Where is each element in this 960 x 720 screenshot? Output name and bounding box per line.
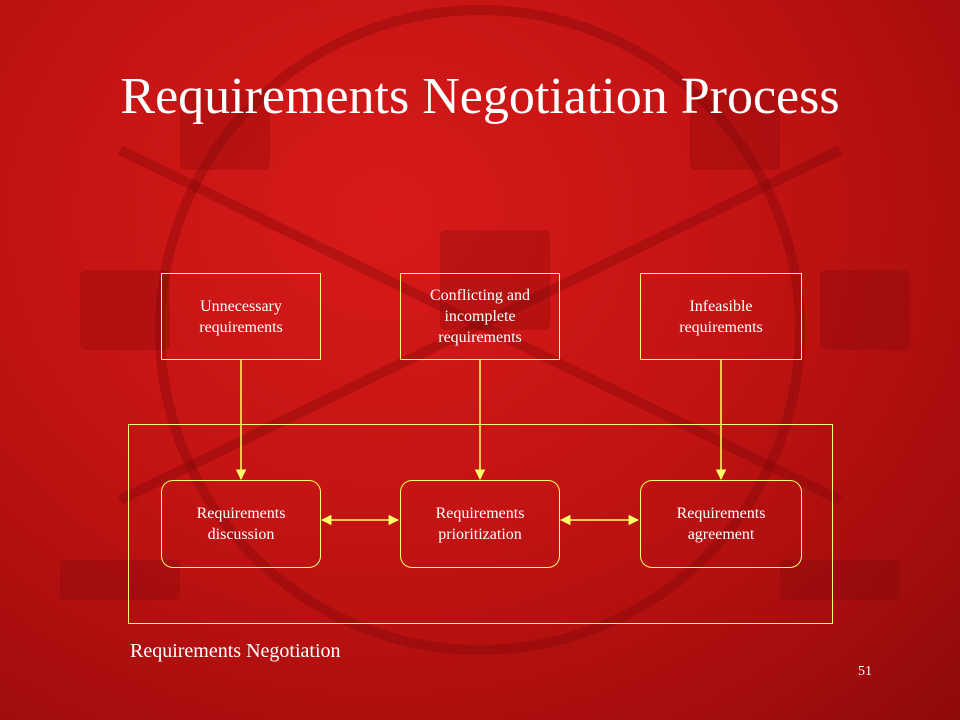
input-box-infeasible: Infeasible requirements [640, 273, 802, 360]
group-caption: Requirements Negotiation [130, 640, 341, 662]
input-label: Conflicting and incomplete requirements [430, 287, 530, 346]
slide-title: Requirements Negotiation Process [120, 68, 840, 125]
activity-box-discussion: Requirements discussion [161, 480, 321, 568]
input-label: Infeasible requirements [679, 297, 763, 336]
activity-box-prioritization: Requirements prioritization [400, 480, 560, 568]
activity-label: Requirements discussion [196, 505, 286, 543]
activity-box-agreement: Requirements agreement [640, 480, 802, 568]
input-label: Unnecessary requirements [199, 297, 283, 336]
activity-label: Requirements prioritization [435, 505, 525, 543]
page-number: 51 [858, 664, 872, 679]
activity-label: Requirements agreement [676, 505, 766, 543]
input-box-conflicting: Conflicting and incomplete requirements [400, 273, 560, 360]
input-box-unnecessary: Unnecessary requirements [161, 273, 321, 360]
